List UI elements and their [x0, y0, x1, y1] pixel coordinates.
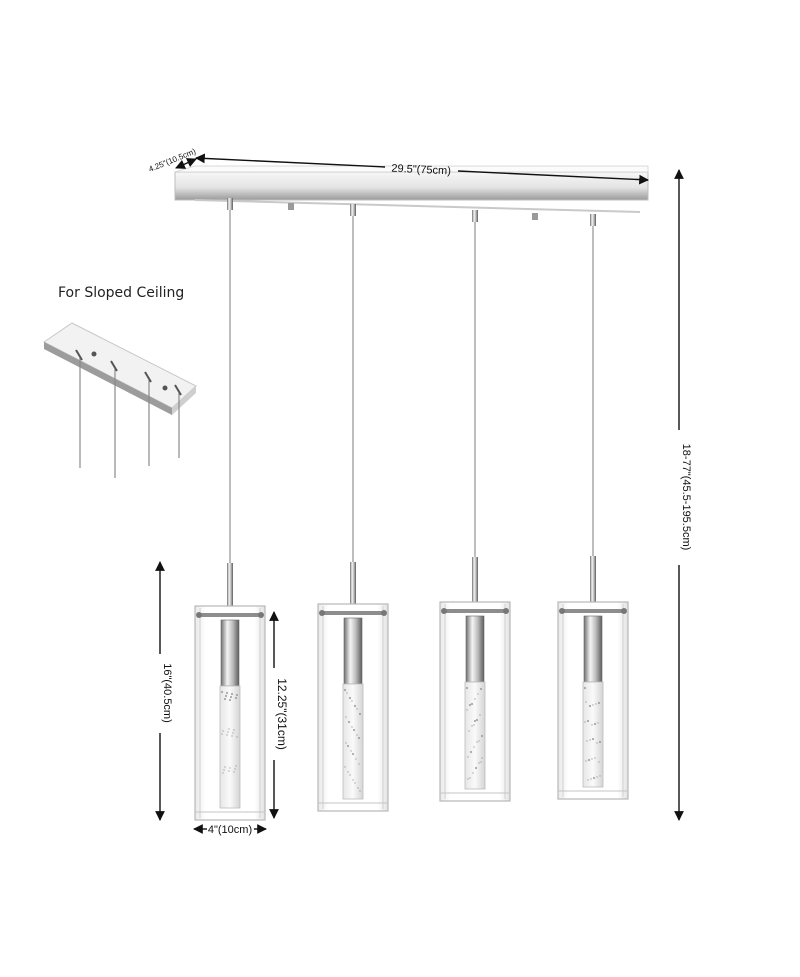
canopy-length-line-right	[457, 170, 649, 185]
canopy-length-line-left	[195, 153, 386, 168]
sloped-ceiling-caption: For Sloped Ceiling	[58, 285, 185, 301]
canopy-length-label: 29.5"(75cm)	[391, 163, 451, 178]
canopy-screw	[288, 203, 294, 210]
bracket-screw	[441, 608, 447, 614]
pendants-group	[194, 198, 629, 821]
bracket-screw	[621, 608, 627, 614]
shade-width-label: 4"(10cm)	[208, 824, 252, 836]
crystal-rod	[464, 681, 486, 790]
mount-cap	[350, 204, 356, 216]
sloped-ceiling-inset	[43, 322, 197, 478]
chrome-rod	[590, 556, 596, 610]
canopy-bar	[174, 165, 649, 220]
shade-bracket	[560, 609, 626, 613]
chrome-socket	[343, 617, 363, 685]
shade-bracket	[320, 611, 386, 615]
pendant-light	[557, 214, 629, 800]
chrome-rod	[350, 562, 356, 612]
crystal-rod	[342, 683, 364, 800]
chrome-socket	[220, 619, 240, 687]
bracket-screw	[503, 608, 509, 614]
bracket-screw	[258, 612, 264, 618]
pendant-light	[194, 198, 266, 821]
bracket-screw	[196, 612, 202, 618]
canopy-screw	[532, 213, 538, 220]
shade-bracket	[442, 609, 508, 613]
chrome-socket	[583, 615, 603, 683]
crystal-rod	[219, 685, 241, 809]
bracket-screw	[559, 608, 565, 614]
dimension-lines	[155, 153, 684, 834]
mount-cap	[590, 214, 596, 226]
shade-height-label: 16"(40.5cm)	[161, 663, 173, 723]
pendant-light	[439, 210, 511, 802]
bracket-screw	[319, 610, 325, 616]
overall-height-label: 18-77"(45.5-195.5cm)	[680, 444, 692, 551]
bracket-screw	[381, 610, 387, 616]
crystal-rod	[582, 681, 604, 788]
inner-height-label: 12.25"(31cm)	[275, 678, 289, 750]
mount-cap	[227, 198, 233, 210]
chrome-rod	[227, 563, 233, 614]
pendant-light	[317, 204, 389, 812]
chrome-socket	[465, 615, 485, 683]
chrome-rod	[472, 557, 478, 610]
canopy-depth-line	[175, 158, 197, 169]
mount-cap	[472, 210, 478, 222]
shade-bracket	[197, 613, 263, 617]
